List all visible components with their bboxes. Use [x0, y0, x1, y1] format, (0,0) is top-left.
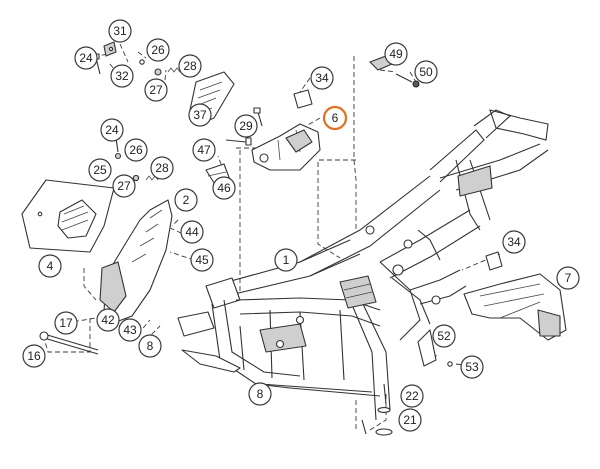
svg-text:27: 27 [149, 83, 163, 97]
callout-34[interactable]: 34 [310, 66, 334, 90]
footrest-panel [21, 179, 115, 253]
svg-text:22: 22 [405, 389, 419, 403]
svg-text:28: 28 [155, 161, 169, 175]
callout-21[interactable]: 21 [398, 408, 422, 432]
rear-subframe-7 [463, 273, 567, 341]
callout-28[interactable]: 28 [150, 156, 174, 180]
callout-28[interactable]: 28 [178, 54, 202, 78]
svg-text:8: 8 [257, 387, 264, 401]
callout-43[interactable]: 43 [118, 318, 142, 342]
callout-24[interactable]: 24 [100, 118, 124, 142]
bracket-52 [417, 329, 437, 367]
callout-50[interactable]: 50 [414, 60, 438, 84]
callout-1[interactable]: 1 [274, 248, 298, 272]
svg-text:43: 43 [123, 323, 137, 337]
bracket-29 [251, 123, 321, 171]
svg-text:24: 24 [105, 123, 119, 137]
svg-text:42: 42 [101, 313, 115, 327]
svg-text:29: 29 [239, 119, 253, 133]
callout-8[interactable]: 8 [248, 382, 272, 406]
svg-text:6: 6 [332, 111, 339, 125]
svg-text:45: 45 [195, 253, 209, 267]
svg-text:16: 16 [27, 349, 41, 363]
callout-8[interactable]: 8 [138, 334, 162, 358]
callout-6-highlighted[interactable]: 6 [322, 105, 348, 131]
main-frame [177, 109, 549, 421]
svg-text:52: 52 [437, 329, 451, 343]
svg-text:34: 34 [507, 235, 521, 249]
svg-text:49: 49 [389, 47, 403, 61]
svg-text:32: 32 [115, 69, 129, 83]
svg-text:2: 2 [183, 193, 190, 207]
callout-27[interactable]: 27 [112, 174, 136, 198]
callout-4[interactable]: 4 [38, 254, 62, 278]
svg-text:7: 7 [565, 271, 572, 285]
callout-37[interactable]: 37 [188, 103, 212, 127]
svg-text:28: 28 [183, 59, 197, 73]
callout-26[interactable]: 26 [146, 38, 170, 62]
svg-text:26: 26 [151, 43, 165, 57]
svg-text:25: 25 [93, 163, 107, 177]
callout-26[interactable]: 26 [124, 138, 148, 162]
svg-text:26: 26 [129, 143, 143, 157]
svg-text:24: 24 [79, 51, 93, 65]
callout-47[interactable]: 47 [192, 138, 216, 162]
callout-27[interactable]: 27 [144, 78, 168, 102]
callout-16[interactable]: 16 [22, 344, 46, 368]
svg-text:8: 8 [147, 339, 154, 353]
callout-17[interactable]: 17 [54, 311, 78, 335]
footrest-bracket [99, 199, 173, 323]
callout-53[interactable]: 53 [460, 355, 484, 379]
svg-text:27: 27 [117, 179, 131, 193]
callout-49[interactable]: 49 [384, 42, 408, 66]
plate-34-top [293, 89, 313, 109]
svg-text:37: 37 [193, 108, 207, 122]
callout-2[interactable]: 2 [174, 188, 198, 212]
callout-25[interactable]: 25 [88, 158, 112, 182]
callouts: 31 24 32 26 27 28 37 24 26 25 27 28 29 4… [22, 19, 580, 432]
svg-text:21: 21 [403, 413, 417, 427]
svg-text:53: 53 [465, 360, 479, 374]
plate-34-right [485, 251, 503, 271]
callout-24[interactable]: 24 [74, 46, 98, 70]
callout-52[interactable]: 52 [432, 324, 456, 348]
callout-34[interactable]: 34 [502, 230, 526, 254]
svg-text:4: 4 [47, 259, 54, 273]
callout-44[interactable]: 44 [180, 220, 204, 244]
svg-text:31: 31 [113, 24, 127, 38]
callout-29[interactable]: 29 [234, 114, 258, 138]
callout-22[interactable]: 22 [400, 384, 424, 408]
svg-text:1: 1 [283, 253, 290, 267]
callout-46[interactable]: 46 [212, 176, 236, 200]
svg-text:44: 44 [185, 225, 199, 239]
svg-text:47: 47 [197, 143, 211, 157]
callout-32[interactable]: 32 [110, 64, 134, 88]
svg-text:46: 46 [217, 181, 231, 195]
callout-45[interactable]: 45 [190, 248, 214, 272]
svg-text:17: 17 [59, 316, 73, 330]
hardware-parts [39, 41, 453, 436]
svg-text:50: 50 [419, 65, 433, 79]
svg-text:34: 34 [315, 71, 329, 85]
callout-42[interactable]: 42 [96, 308, 120, 332]
callout-7[interactable]: 7 [556, 266, 580, 290]
callout-31[interactable]: 31 [108, 19, 132, 43]
